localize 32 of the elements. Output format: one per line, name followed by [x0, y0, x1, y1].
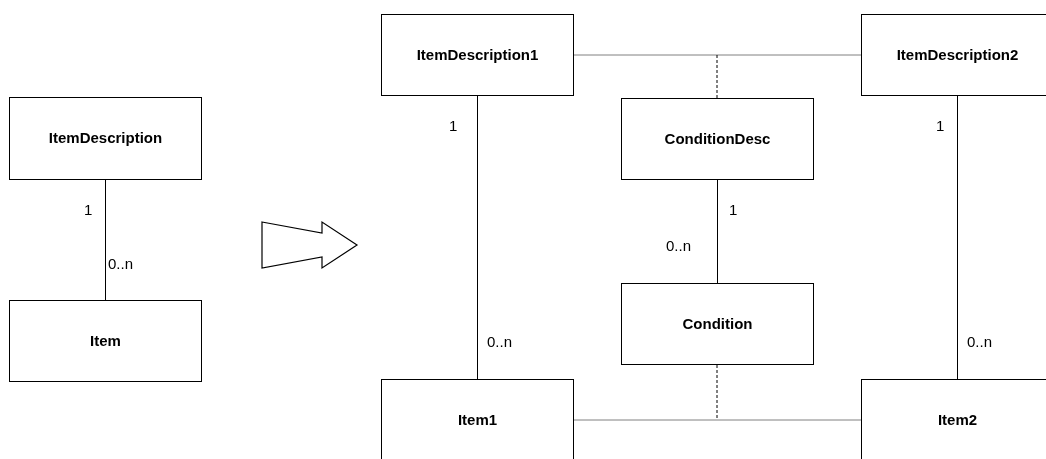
multiplicity-label: 0..n [666, 238, 692, 253]
class-name: Item1 [457, 409, 498, 430]
class-name: Condition [682, 313, 753, 334]
class-box [381, 379, 574, 459]
multiplicity-label: 1 [84, 202, 93, 217]
class-name: ItemDescription2 [896, 44, 1019, 65]
multiplicity-label: 1 [449, 118, 458, 133]
multiplicity-label: 1 [936, 118, 945, 133]
class-name: ItemDescription [48, 128, 163, 149]
association-line [477, 95, 478, 380]
dashed-line [716, 364, 718, 421]
multiplicity-label: 1 [729, 202, 738, 217]
class-name: ConditionDesc [664, 128, 771, 149]
class-box [621, 98, 814, 180]
association-line [717, 179, 718, 284]
class-box [9, 97, 202, 180]
class-box [861, 14, 1046, 96]
association-line [105, 179, 106, 301]
multiplicity-label: 0..n [108, 256, 134, 271]
class-name: Item [90, 330, 121, 351]
multiplicity-label: 0..n [487, 334, 513, 349]
association-line [573, 54, 862, 56]
class-name: Item2 [937, 409, 978, 430]
dashed-line [716, 54, 718, 99]
multiplicity-label: 0..n [967, 334, 993, 349]
class-box [861, 379, 1046, 459]
association-line [957, 95, 958, 380]
association-line [573, 419, 862, 421]
class-name: ItemDescription1 [416, 44, 539, 65]
class-box [381, 14, 574, 96]
class-box [621, 283, 814, 365]
class-box [9, 300, 202, 382]
